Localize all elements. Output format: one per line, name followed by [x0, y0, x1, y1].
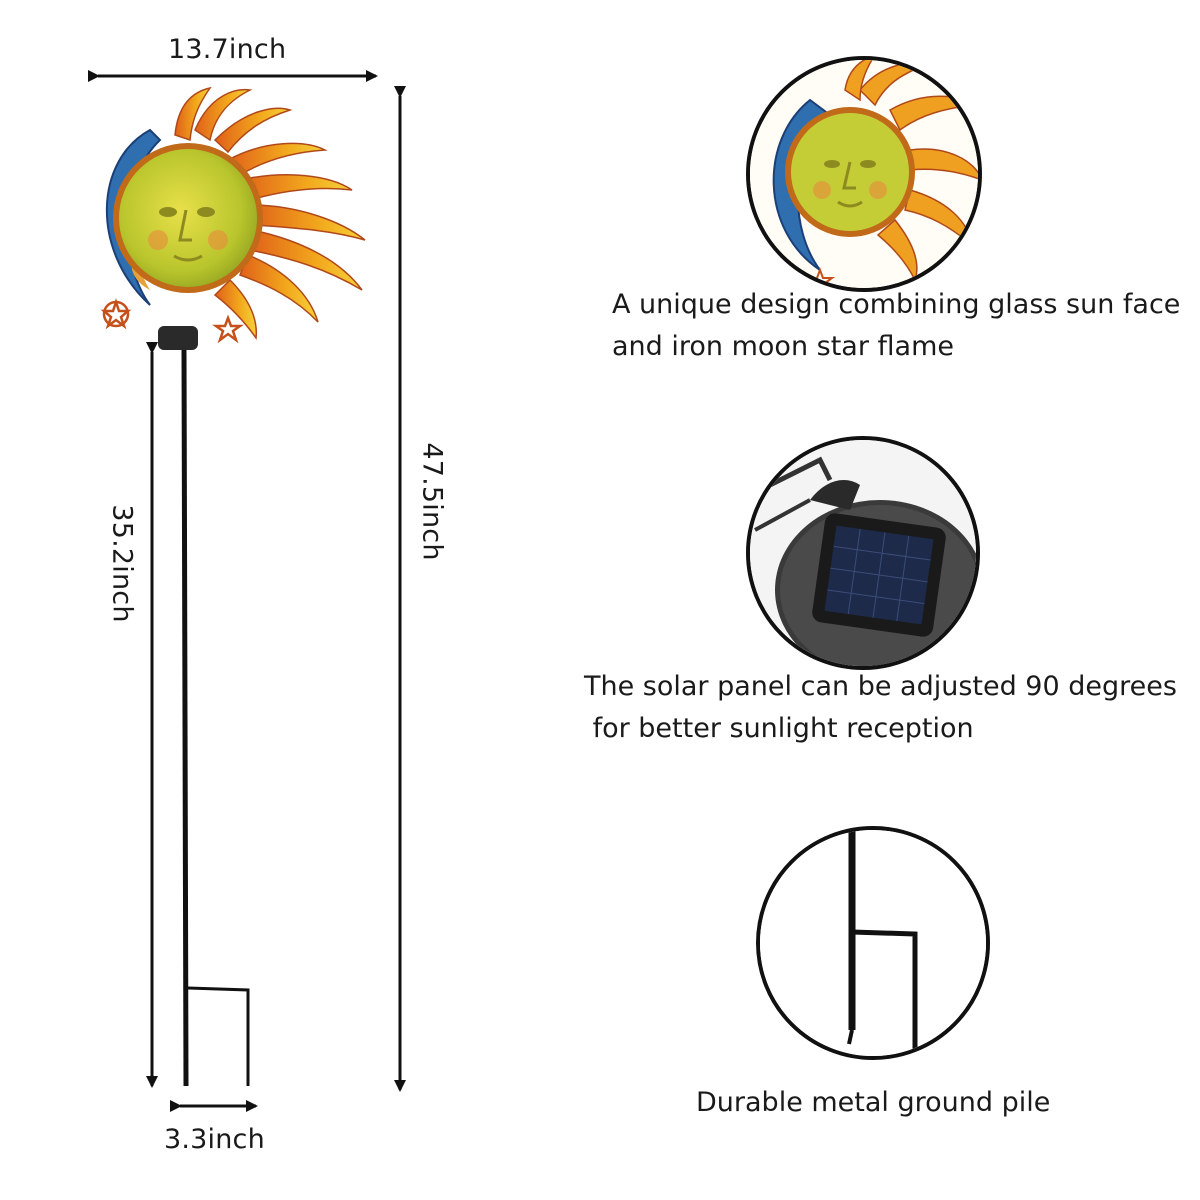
solar-panel-detail [746, 436, 980, 670]
ground-pile-detail [756, 826, 990, 1060]
feature-caption-2: The solar panel can be adjusted 90 degre… [584, 666, 1177, 750]
feature-caption-1: A unique design combining glass sun face… [612, 284, 1180, 368]
sun-face-icon [750, 60, 978, 288]
caption-line: Durable metal ground pile [696, 1087, 1051, 1118]
sun-face [113, 143, 263, 293]
decor-stars [100, 298, 244, 344]
ground-pile [187, 986, 250, 1086]
caption-line: A unique design combining glass sun face [612, 289, 1181, 320]
width-label: 13.7inch [168, 34, 287, 65]
solar-housing [158, 326, 198, 350]
caption-line: for better sunlight reception [584, 713, 974, 744]
solar-panel-icon [750, 440, 976, 666]
ground-pile-icon [760, 830, 986, 1056]
stake-height-label: 35.2inch [106, 504, 138, 623]
caption-line: The solar panel can be adjusted 90 degre… [584, 671, 1177, 702]
caption-line: and iron moon star flame [612, 331, 954, 362]
stake-pole [181, 349, 189, 1087]
pile-width-label: 3.3inch [164, 1124, 265, 1155]
total-height-label: 47.5inch [416, 442, 448, 561]
sun-rays [174, 86, 366, 341]
feature-caption-3: Durable metal ground pile [696, 1082, 1050, 1124]
sun-face-detail [746, 56, 982, 292]
